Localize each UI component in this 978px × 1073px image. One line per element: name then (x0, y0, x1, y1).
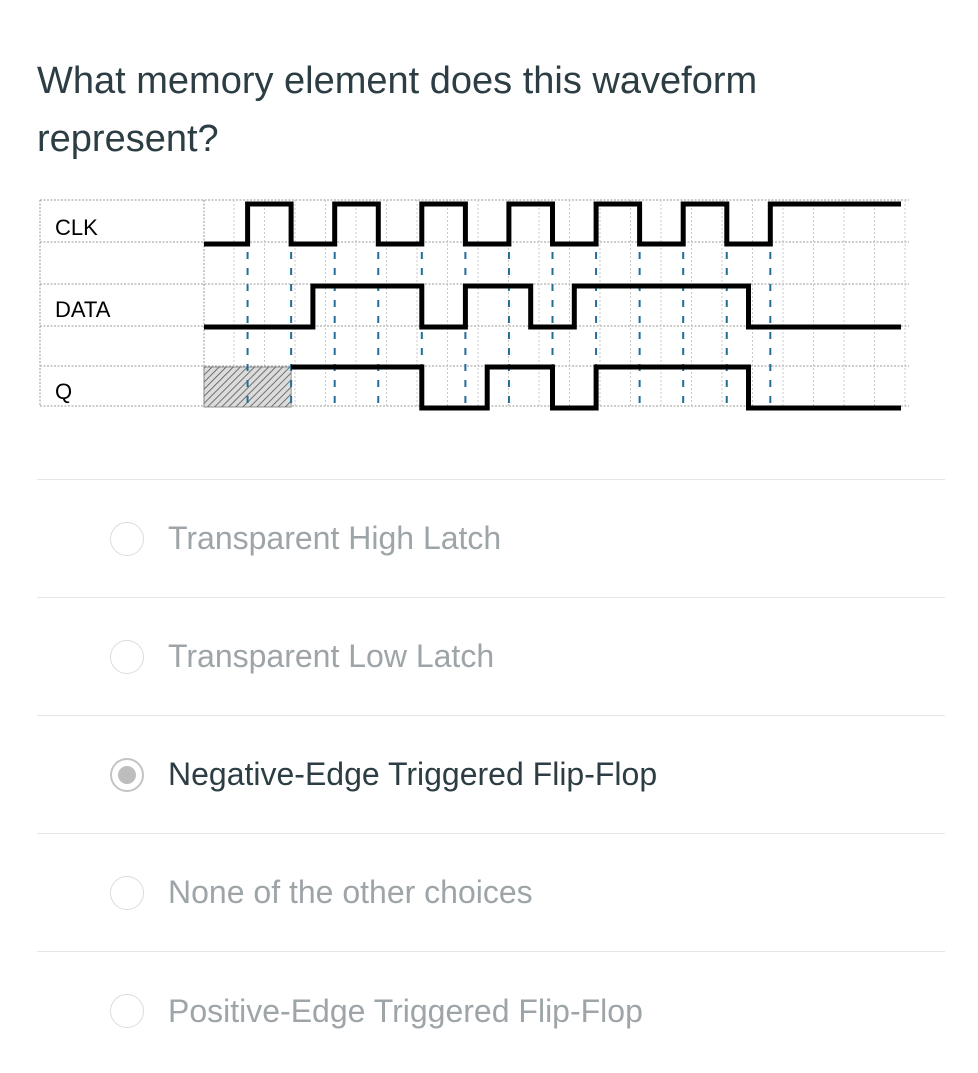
choice-transparent-low-latch[interactable]: Transparent Low Latch (37, 597, 945, 715)
radio-button[interactable] (110, 757, 144, 792)
choice-transparent-high-latch[interactable]: Transparent High Latch (37, 479, 945, 597)
choice-label: Negative-Edge Triggered Flip-Flop (168, 756, 658, 792)
choice-positive-edge-flip-flop[interactable]: Positive-Edge Triggered Flip-Flop (37, 951, 945, 1070)
choice-label: Transparent Low Latch (168, 638, 495, 674)
radio-button[interactable] (110, 875, 144, 910)
radio-button[interactable] (110, 521, 144, 556)
clk-trace (204, 201, 901, 247)
radio-button[interactable] (110, 994, 144, 1028)
radio-button[interactable] (110, 639, 144, 674)
signal-label-clk: CLK (55, 215, 98, 240)
choice-negative-edge-flip-flop[interactable]: Negative-Edge Triggered Flip-Flop (37, 715, 945, 833)
grid-lines (39, 199, 909, 407)
choice-label: Positive-Edge Triggered Flip-Flop (168, 992, 643, 1029)
answer-choices: Transparent High Latch Transparent Low L… (37, 479, 945, 1070)
question-text: What memory element does this waveform r… (37, 60, 758, 160)
signal-label-data: DATA (55, 297, 111, 322)
timing-diagram-svg: CLK DATA Q (39, 199, 909, 411)
q-trace (291, 364, 901, 411)
choice-label: Transparent High Latch (168, 520, 502, 556)
timing-diagram: CLK DATA Q (36, 196, 916, 421)
choice-label: None of the other choices (168, 874, 533, 910)
data-trace (204, 283, 901, 330)
choice-none-of-the-other-choices[interactable]: None of the other choices (37, 833, 945, 951)
signal-label-q: Q (55, 379, 72, 404)
